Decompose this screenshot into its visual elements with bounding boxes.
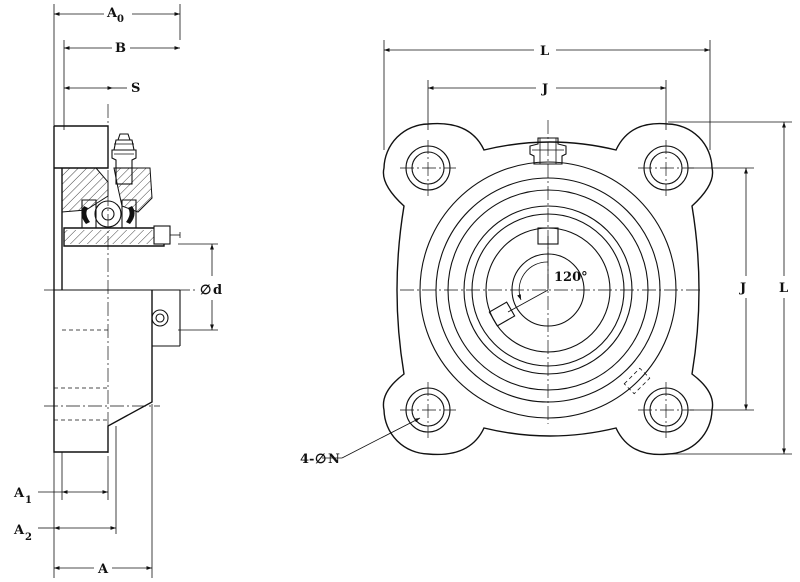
label-holes-count: 4- (300, 452, 314, 467)
label-a1: A (13, 486, 25, 501)
dimension-l-top: L (383, 40, 711, 150)
dimension-a0: A 0 (53, 4, 181, 130)
label-d: d (213, 283, 222, 298)
label-holes-n: N (328, 452, 340, 467)
grease-nipple-icon (111, 133, 137, 185)
dimension-l-right: L (668, 121, 792, 455)
side-view: A 0 B S (13, 4, 222, 578)
label-a0: A (106, 6, 118, 21)
label-l-right: L (779, 281, 788, 296)
callout-bolt-holes: 4- ∅ N (300, 417, 421, 467)
hidden-set-screw (623, 367, 651, 395)
dimension-s: S (63, 81, 140, 96)
dimension-a: A (54, 404, 153, 578)
label-s: S (131, 81, 140, 96)
label-l-top: L (540, 44, 549, 59)
label-angle: 120° (554, 270, 588, 285)
dimension-a2: A 2 (13, 426, 117, 578)
label-a: A (97, 562, 109, 577)
label-a1-sub: 1 (25, 495, 32, 506)
dimension-j-right: J (688, 167, 754, 411)
set-screw-icon-2 (488, 301, 516, 327)
front-view: L J (300, 40, 792, 467)
label-a2: A (13, 523, 25, 538)
dimension-b: B (63, 40, 180, 130)
label-b: B (115, 41, 126, 56)
housing-section (53, 125, 181, 453)
label-a0-sub: 0 (117, 14, 124, 25)
dimension-a1: A 1 (13, 452, 109, 506)
dimension-j-top: J (427, 80, 667, 130)
label-a2-sub: 2 (25, 532, 32, 543)
label-j-right: J (739, 281, 746, 296)
dimension-d: ∅ d (178, 243, 222, 331)
label-j-top: J (541, 82, 548, 97)
symbol-diameter-n: ∅ (315, 452, 326, 467)
symbol-diameter-d: ∅ (200, 283, 211, 298)
